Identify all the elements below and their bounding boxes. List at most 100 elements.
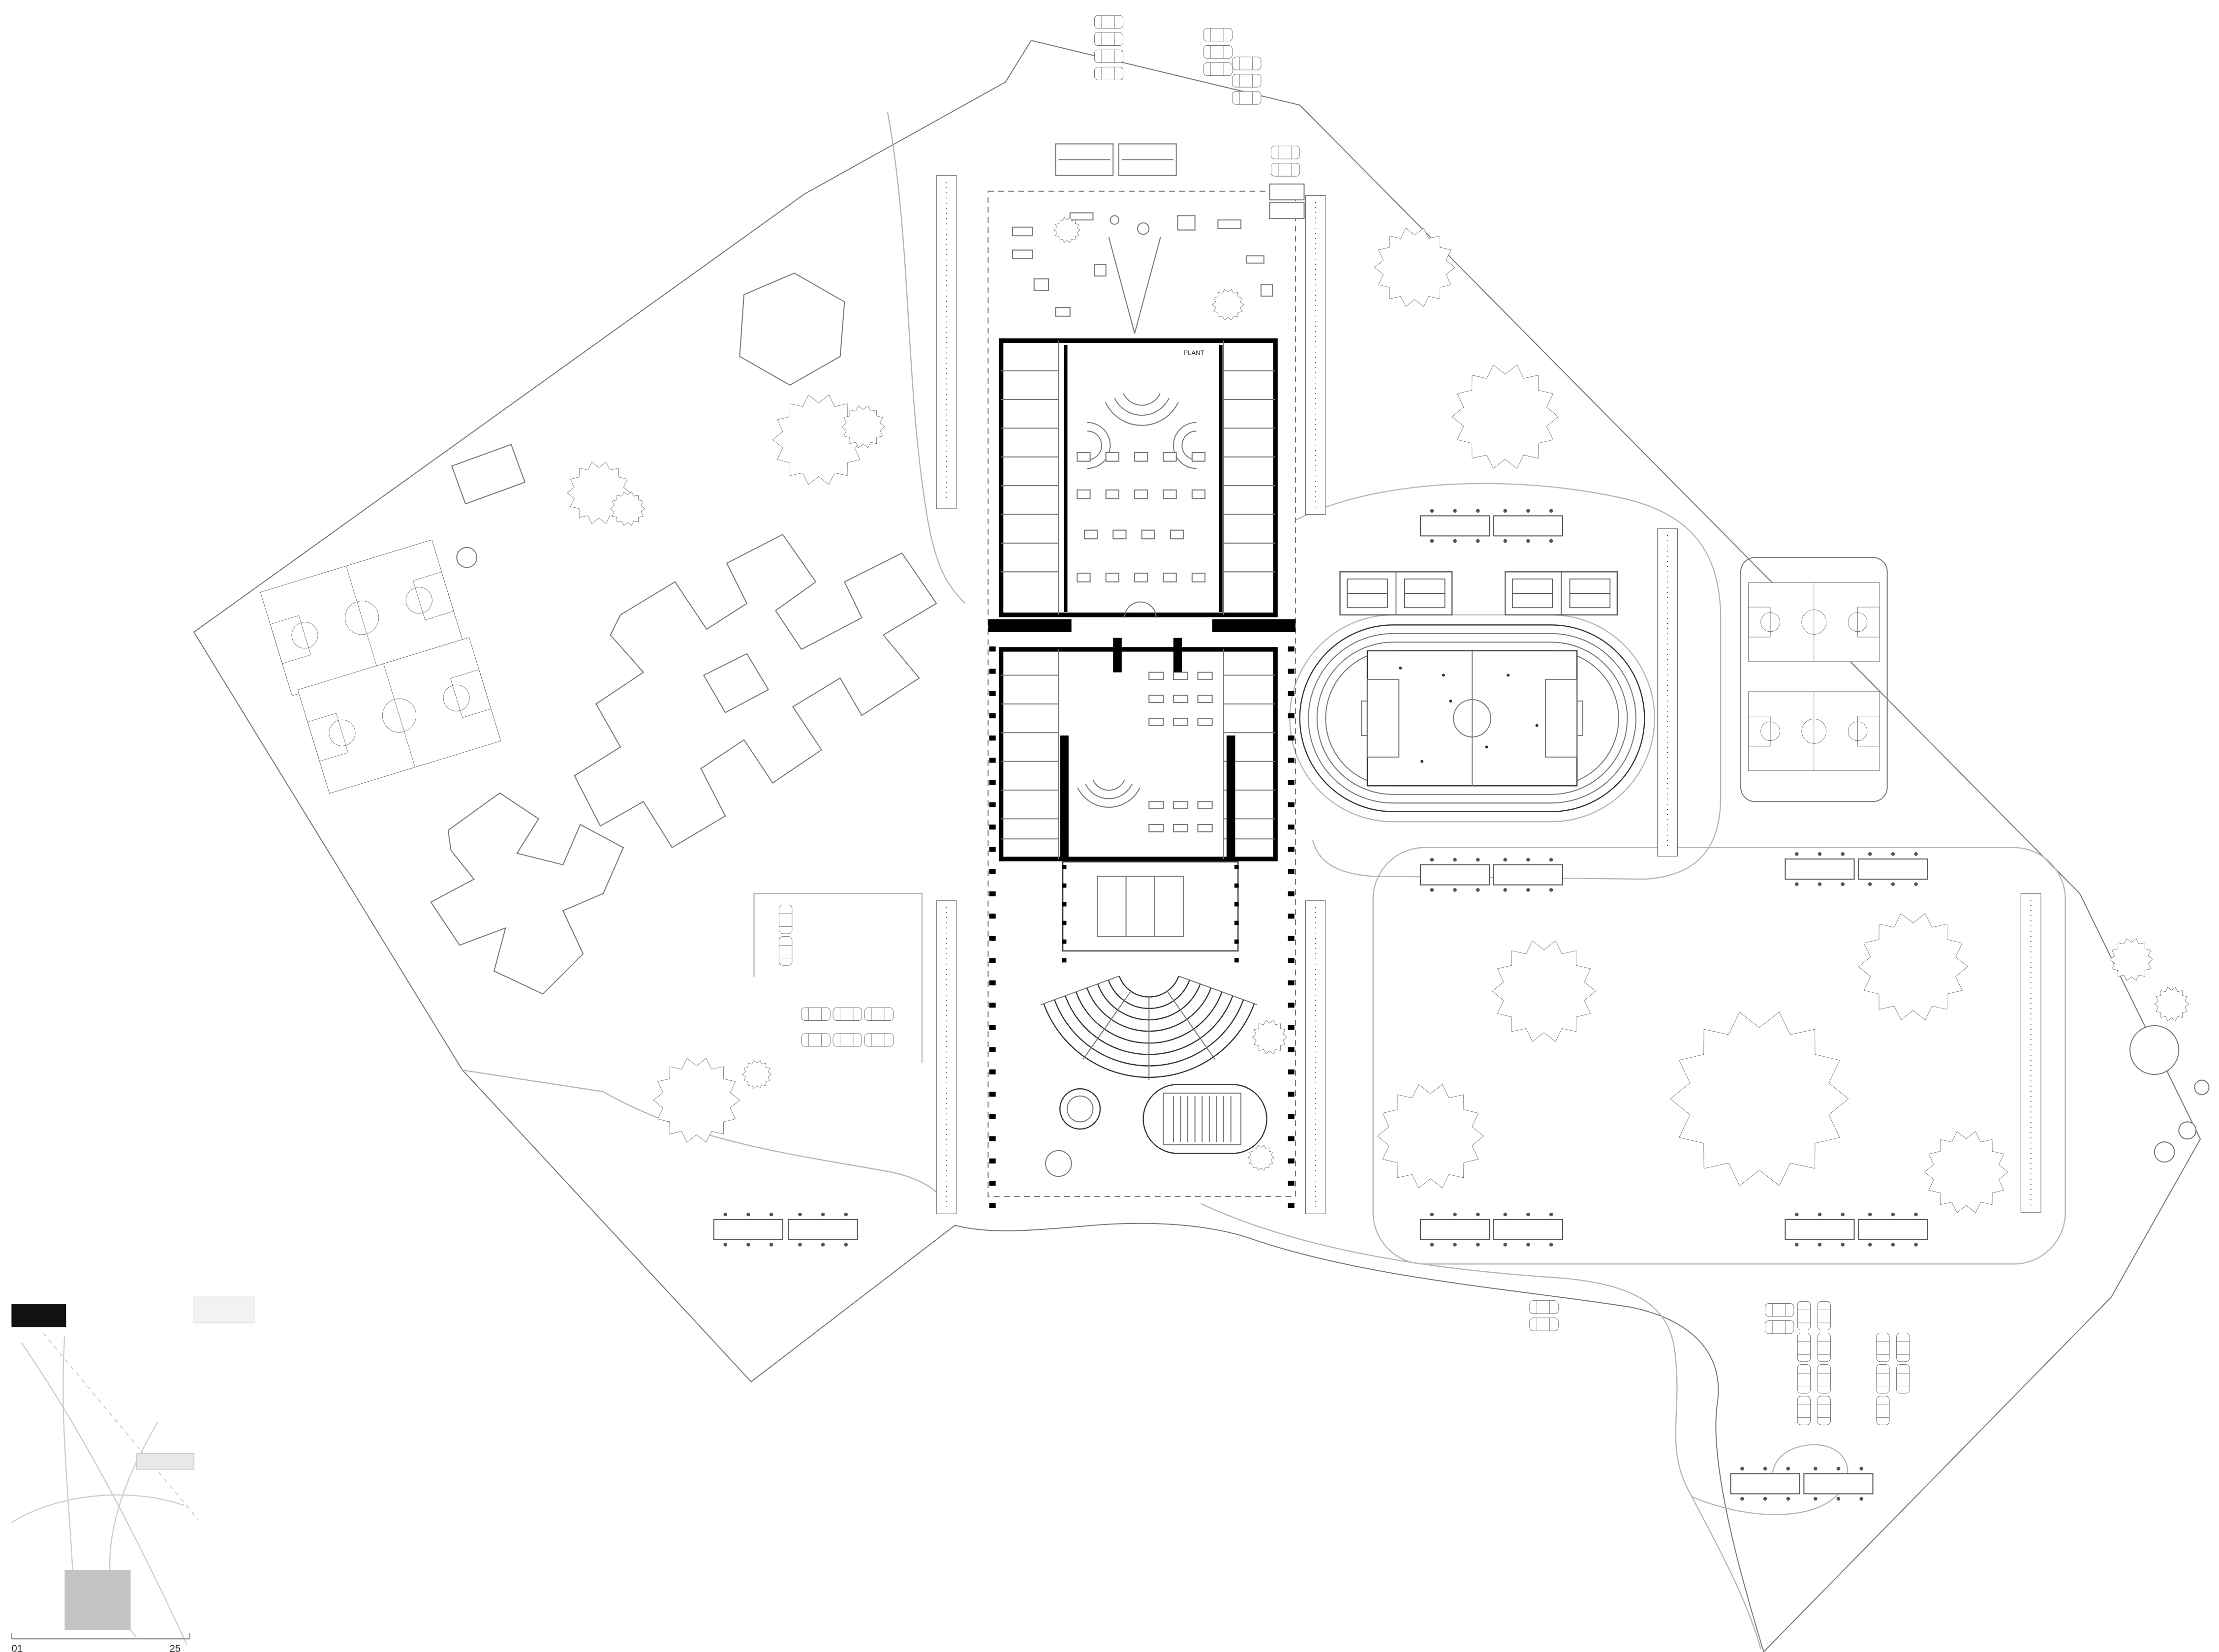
tree-icon [1248, 1145, 1274, 1170]
section-tree-curves [11, 1336, 187, 1645]
field-figures [1399, 666, 1539, 763]
car-icon [1764, 1303, 1794, 1317]
east-courts [1740, 557, 1888, 802]
tree-icon [1375, 228, 1455, 306]
entrance-door-arc [1124, 601, 1157, 618]
amphitheater-aisles [1041, 976, 1258, 1080]
round-tree-icon [2194, 1079, 2210, 1095]
legend-swatch-light [193, 1296, 255, 1323]
amphitheater [1041, 976, 1258, 1080]
tree-icon [1492, 941, 1596, 1041]
top-playground [1012, 212, 1273, 334]
lower-courtyard-block [1062, 861, 1239, 974]
entrance-wall-right [1212, 619, 1296, 632]
covered-walkway [936, 176, 956, 509]
tree-icon [742, 1061, 771, 1089]
car-icon [832, 1007, 863, 1021]
table-with-seats [1857, 851, 1928, 887]
round-tree-icon [2154, 1141, 2175, 1163]
bleacher-canopy [1658, 529, 1678, 857]
table-with-seats [1857, 1212, 1928, 1248]
car-icon [1094, 32, 1124, 46]
legend-section: 01 25 [11, 1296, 255, 1652]
car-icon [1529, 1300, 1559, 1315]
road-southeast [1200, 1203, 1761, 1649]
play-circle [1110, 215, 1119, 225]
car-icon [1876, 1364, 1890, 1394]
basketball-court [1748, 691, 1880, 771]
small-structure-rotated [451, 444, 526, 505]
tree-icon [2155, 987, 2189, 1021]
road-west-of-building [887, 112, 966, 604]
courtyard-stage [1097, 876, 1184, 937]
tree-icon [1212, 289, 1244, 320]
car-icon [1764, 1320, 1794, 1334]
table-with-seats [1493, 508, 1564, 544]
table-with-seats [1784, 1212, 1855, 1248]
small-round-structure [456, 547, 478, 568]
scale-label-end: 25 [169, 1643, 181, 1652]
car-icon [832, 1033, 863, 1047]
car-icon [1817, 1332, 1831, 1362]
playground-enclosure-southeast [1372, 847, 2066, 1265]
table-with-seats [1730, 1466, 1801, 1501]
entrance-zone [988, 601, 1296, 673]
car-icon [1896, 1364, 1910, 1394]
hexagonal-structure [739, 273, 845, 386]
legend-swatch-dark [11, 1304, 66, 1327]
plant-room-label: PLANT [1183, 349, 1204, 357]
existing-building-south [430, 792, 624, 995]
car-icon [1797, 1301, 1811, 1331]
upper-block-walls [998, 338, 1278, 617]
trees [567, 217, 2210, 1213]
upper-desks [1077, 452, 1206, 582]
track-ring-outer [1299, 624, 1645, 812]
road-southwest [603, 1091, 952, 1214]
entrance-wall-left [988, 619, 1072, 632]
central-building: PLANT [936, 176, 1325, 1214]
pool-lane-lines [1172, 1096, 1232, 1142]
table-with-seats [788, 1212, 859, 1248]
table-with-seats [1419, 1212, 1490, 1248]
roof-outline-dashed [987, 190, 1296, 1197]
mid-classroom-block [998, 647, 1278, 861]
courtyard-outline [1062, 861, 1239, 952]
tree-icon [1452, 365, 1558, 469]
car-icon [1797, 1364, 1811, 1394]
mid-block-walls [998, 647, 1278, 861]
car-icon [1270, 162, 1300, 177]
tree-icon [1670, 1012, 1849, 1186]
existing-building-courtyard [703, 653, 770, 713]
upper-room-dividers [1001, 340, 1276, 615]
covered-walkway [1305, 196, 1325, 515]
tree-icon [2110, 939, 2153, 980]
tree-icon [1377, 1084, 1483, 1188]
west-courts [259, 539, 502, 795]
car-icon [778, 936, 793, 966]
tree-icon [1054, 217, 1080, 243]
pool-area [1045, 1084, 1267, 1177]
car-icon [801, 1033, 831, 1047]
legend-swatch-pale [136, 1453, 194, 1470]
car-icon [1203, 62, 1233, 76]
table-with-seats [1493, 857, 1564, 893]
car-icon [864, 1007, 894, 1021]
car-icon [1529, 1317, 1559, 1332]
courtyard-stage-lines [1125, 876, 1155, 937]
mid-heavy-wall-right [1226, 735, 1235, 859]
west-buildings [430, 273, 937, 995]
tennis-court-pair [1505, 571, 1618, 616]
slide-structure [1108, 237, 1161, 334]
scale-label-start: 01 [11, 1643, 23, 1652]
road-loop-turnaround [1692, 1444, 1849, 1515]
court-enclosure [1740, 557, 1888, 802]
pool-basin [1163, 1092, 1242, 1146]
vestibule-wall [1173, 638, 1182, 673]
tree-icon [1858, 914, 1968, 1020]
round-pavilion-inner [1066, 1095, 1094, 1123]
car-icon [1232, 91, 1262, 105]
tree-icon [1925, 1132, 2008, 1213]
tree-icon [653, 1058, 740, 1142]
pool-outline [1142, 1084, 1267, 1154]
car-icon [1876, 1332, 1890, 1362]
